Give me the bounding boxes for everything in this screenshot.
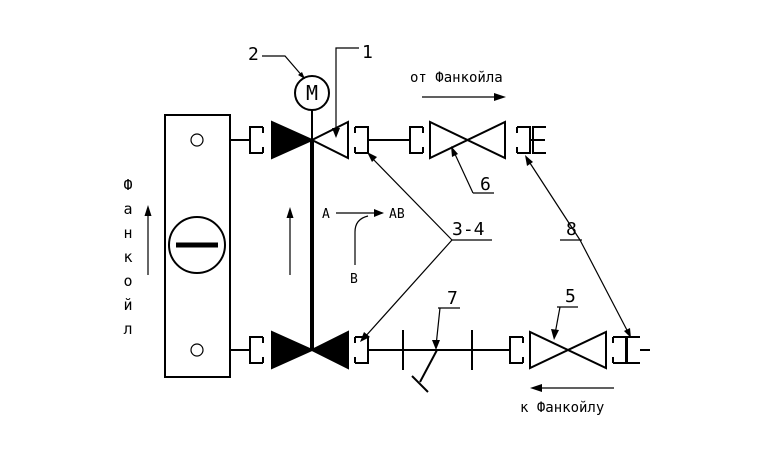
leader-7 <box>435 307 441 347</box>
to-fancoil-label: к Фанкойлу <box>520 400 604 416</box>
callout-2: 2 <box>248 44 259 65</box>
port-legend: A AB B <box>322 207 405 287</box>
strainer-cap <box>411 375 429 393</box>
to-fancoil-arrowhead <box>530 384 542 392</box>
strainer-body <box>419 349 438 383</box>
fancoil-body <box>164 114 231 378</box>
leader-2 <box>262 55 305 79</box>
fancoil-fan <box>168 216 226 274</box>
flow-captions: от Фанкойла к Фанкойлу <box>410 70 614 416</box>
port-a-label: A <box>322 207 330 222</box>
leader-34-top-arrow <box>367 152 377 162</box>
leader-6-arrow <box>451 146 458 157</box>
leader-7-arrow <box>432 340 440 350</box>
fancoil-bottom-port <box>190 343 204 357</box>
valve-6 <box>429 120 506 160</box>
valve-6-body <box>429 120 506 160</box>
valve-5 <box>529 330 607 370</box>
coupling-top-valve6-in <box>409 126 424 154</box>
callout-5: 5 <box>565 286 576 307</box>
leader-34-bottom-arrow <box>360 332 370 342</box>
coupling-bottom-end <box>626 336 640 364</box>
coupling-top-left <box>247 126 264 154</box>
callout-1: 1 <box>362 42 373 63</box>
fancoil-letter: а <box>123 200 132 218</box>
coupling-top-valve6-out <box>516 126 531 154</box>
leader-34-bottom <box>363 239 453 339</box>
fancoil-unit <box>164 114 231 378</box>
leader-5 <box>554 306 561 335</box>
leader-6 <box>453 151 474 194</box>
callouts: 2 1 3-4 6 8 7 5 <box>248 42 631 350</box>
leader-1-arrow <box>332 128 340 138</box>
fancoil-letter: к <box>123 248 132 266</box>
fancoil-letter: л <box>123 320 132 338</box>
coupling-bottom-valve5-out <box>612 336 627 364</box>
leader-2-arrow <box>298 72 305 79</box>
fancoil-vertical-label: Ф а н к о й л <box>123 176 152 338</box>
fancoil-letter: Ф <box>123 176 132 194</box>
from-fancoil-label: от Фанкойла <box>410 70 503 86</box>
port-b-curve <box>354 215 369 265</box>
motor-label: M <box>306 81 318 105</box>
strainer-7 <box>402 330 473 393</box>
couplings <box>247 126 640 364</box>
callout-7: 7 <box>447 288 458 309</box>
leader-8-bottom-arrow <box>624 328 631 338</box>
valve-bottom-right <box>309 330 349 370</box>
valve-top-port-open <box>309 120 349 160</box>
valve-top-port-a-closed <box>271 120 315 160</box>
leader-8-top-arrow <box>525 155 533 166</box>
callout-6: 6 <box>480 174 491 195</box>
pipes <box>230 139 650 351</box>
leader-1 <box>335 47 359 130</box>
bypass-flow-arrow-head <box>286 207 294 218</box>
three-way-valve-bottom <box>271 330 349 370</box>
coupling-bottom-valve5-in <box>509 336 524 364</box>
callout-8: 8 <box>566 219 577 240</box>
fancoil-letter: й <box>123 296 132 314</box>
from-fancoil-arrowhead <box>494 93 506 101</box>
fancoil-letter: н <box>123 224 132 242</box>
leader-8-top <box>527 159 581 241</box>
coupling-top-right <box>354 126 372 154</box>
port-legend-arrowhead <box>374 209 384 217</box>
port-ab-label: AB <box>389 207 405 222</box>
leader-34-top <box>369 155 453 241</box>
leader-5-arrow <box>551 329 559 340</box>
leader-8-bottom <box>579 239 630 335</box>
fancoil-top-port <box>190 133 204 147</box>
valve-5-body <box>529 330 607 370</box>
coupling-top-end <box>532 126 546 154</box>
motor-actuator <box>294 75 330 111</box>
callout-34: 3-4 <box>452 219 485 240</box>
fancoil-letter: о <box>123 272 132 290</box>
three-way-valve-top: M <box>271 75 349 160</box>
port-b-label: B <box>350 272 358 287</box>
coupling-bottom-right <box>354 336 372 364</box>
coupling-bottom-left <box>247 336 264 364</box>
valve-bottom-left <box>271 330 315 370</box>
fancoil-flow-arrow-head <box>144 205 152 216</box>
